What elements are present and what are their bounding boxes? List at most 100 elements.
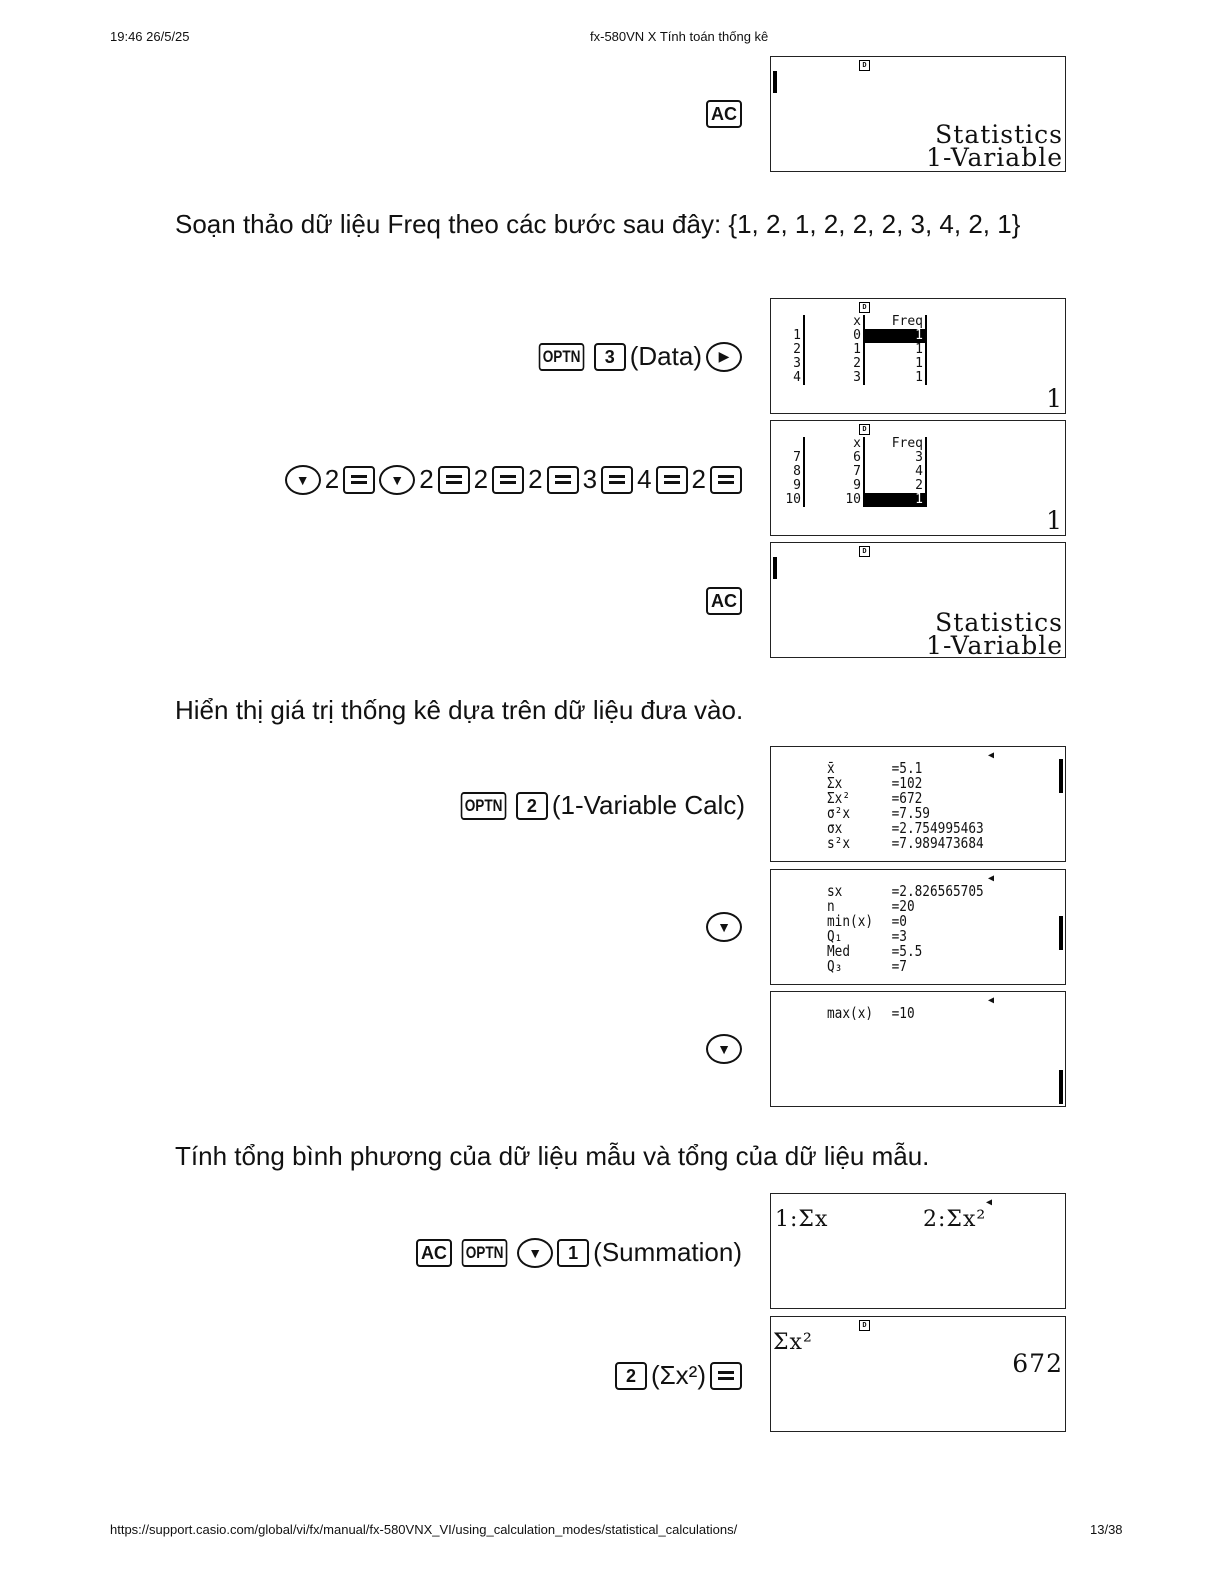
screen-line: 1-Variable [926, 143, 1063, 172]
stat-value: =5.1 [891, 759, 923, 777]
stat-value: =5.5 [891, 942, 923, 960]
freq-value: 3 [864, 451, 927, 465]
x-value: 0 [804, 329, 865, 343]
menu-item-sum-x: 1:Σx [775, 1207, 829, 1232]
scrollbar [1059, 1070, 1063, 1104]
column-header-freq: Freq [864, 315, 927, 329]
scrollbar [1059, 916, 1063, 950]
calculator-screen-result: D Σx² 672 [770, 1316, 1066, 1432]
stat-value: =20 [891, 897, 915, 915]
degree-indicator: D [859, 60, 870, 71]
degree-indicator: D [859, 1320, 870, 1331]
stat-label: Q₃ [827, 957, 843, 975]
cursor [773, 557, 777, 579]
key-equals-icon [546, 465, 579, 494]
stat-row: σx=2.754995463 [827, 821, 984, 836]
row-number-header [783, 437, 805, 451]
key-equals-icon [437, 465, 470, 494]
row-number: 9 [783, 479, 805, 493]
stat-value: =7.59 [891, 804, 930, 822]
key-equals-icon [710, 465, 742, 494]
calculator-screen-statistics: D Statistics 1-Variable [770, 56, 1066, 172]
key-equals-icon [492, 465, 525, 494]
key-down-arrow-icon: ▼ [379, 464, 416, 495]
key-optn-icon: OPTN [460, 791, 507, 820]
calculator-screen-statistics: D Statistics 1-Variable [770, 542, 1066, 658]
stat-row: Q₁=3 [827, 929, 984, 944]
key-down-arrow-icon: ▼ [517, 1237, 554, 1268]
row-number: 3 [783, 357, 805, 371]
degree-indicator: D [859, 546, 870, 557]
key-label: 2 [419, 464, 434, 494]
screen-line: Statistics [935, 120, 1063, 149]
x-value: 2 [804, 357, 865, 371]
key-down-arrow-icon: ▼ [706, 1034, 742, 1064]
document-title: fx-580VN X Tính toán thống kê [590, 29, 769, 44]
paragraph-edit-freq: Soạn thảo dữ liệu Freq theo các bước sau… [175, 209, 1021, 239]
page-url: https://support.casio.com/global/vi/fx/m… [110, 1522, 738, 1537]
key-1-icon: 1 [557, 1238, 590, 1267]
key-2-icon: 2 [614, 1361, 647, 1390]
key-2-icon: 2 [515, 791, 548, 820]
calculator-screen-stats-3: ◀ max(x)=10 [770, 991, 1066, 1107]
stat-label: Σx² [827, 789, 851, 807]
scroll-left-indicator-icon: ◀ [988, 873, 995, 884]
stat-row: Q₃ =7 [827, 959, 984, 974]
stat-value: =7.989473684 [891, 834, 984, 852]
key-label: 2 [528, 464, 543, 494]
key-label: (Summation) [593, 1237, 742, 1267]
key-sequence: AC [706, 100, 742, 128]
key-optn-icon: OPTN [538, 342, 585, 371]
key-label: 3 [582, 464, 598, 494]
scroll-left-indicator-icon: ◀ [986, 1197, 993, 1208]
page-number: 13/38 [1090, 1522, 1123, 1537]
paragraph-show-stats: Hiển thị giá trị thống kê dựa trên dữ li… [175, 695, 744, 725]
stat-value: =10 [891, 1004, 915, 1022]
stat-label: Σx [827, 774, 843, 792]
key-label: (1-Variable Calc) [551, 790, 745, 820]
screen-line: Statistics [935, 608, 1063, 637]
key-label: (Σx²) [650, 1360, 706, 1390]
freq-value: 4 [864, 465, 927, 479]
stat-value: =672 [891, 789, 923, 807]
key-3-icon: 3 [593, 342, 626, 371]
key-sequence: ▼ [706, 912, 742, 942]
stat-label: min(x) [827, 912, 874, 930]
scroll-left-indicator-icon: ◀ [988, 750, 995, 761]
key-ac-icon: AC [706, 100, 742, 128]
stat-row: Σx² =672 [827, 791, 984, 806]
stat-row: s²x =7.989473684 [827, 836, 984, 851]
column-header-freq: Freq [864, 437, 927, 451]
stat-value: =2.754995463 [891, 819, 984, 837]
key-equals-icon [601, 465, 634, 494]
row-number-header [783, 315, 805, 329]
stat-label: x̄ [827, 759, 835, 777]
stat-value: =0 [891, 912, 907, 930]
key-label: 2 [691, 464, 706, 494]
stat-value: =7 [891, 957, 907, 975]
cursor [773, 71, 777, 93]
x-value: 7 [804, 465, 865, 479]
x-value: 1 [804, 343, 865, 357]
stat-label: s²x [827, 834, 851, 852]
stat-row: σ²x=7.59 [827, 806, 984, 821]
scrollbar [1059, 759, 1063, 793]
key-equals-icon [655, 465, 688, 494]
entry-value: 1 [1046, 384, 1063, 413]
key-sequence: 2(Σx²) [614, 1360, 742, 1391]
row-number: 7 [783, 451, 805, 465]
stats-list: max(x)=10 [827, 1006, 915, 1021]
freq-value: 1 [864, 329, 927, 343]
